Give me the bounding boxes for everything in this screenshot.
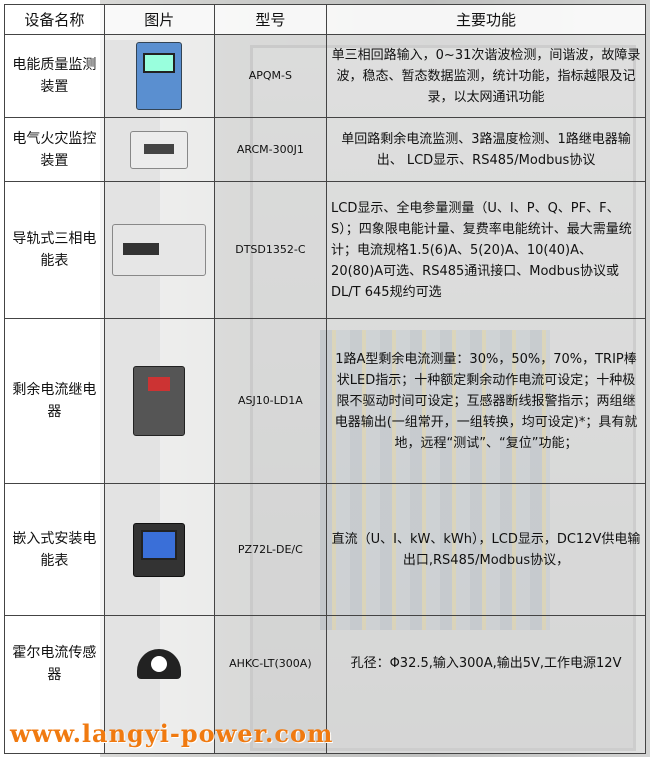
hall-sensor-image	[137, 648, 182, 679]
model: DTSD1352-C	[213, 181, 328, 319]
table-row: 电能质量监测装置 APQM-S 单三相回路输入，0~31次谐波检测，间谐波，故障…	[4, 34, 646, 118]
model: AHKC-LT(300A)	[213, 615, 328, 754]
function: 直流（U、I、kW、kWh），LCD显示，DC12V供电输出口,RS485/Mo…	[326, 483, 646, 616]
function: 1路A型剩余电流测量：30%，50%，70%，TRIP棒状LED指示；十种额定剩…	[326, 318, 646, 484]
table-header-row: 设备名称 图片 型号 主要功能	[4, 4, 646, 35]
device-name: 电气火灾监控装置	[4, 117, 105, 182]
din-rail-meter-image	[112, 224, 207, 276]
table-row: 剩余电流继电器 ASJ10-LD1A 1路A型剩余电流测量：30%，50%，70…	[4, 318, 646, 484]
function: LCD显示、全电参量测量（U、I、P、Q、PF、F、S）；四象限电能计量、复费率…	[326, 181, 646, 319]
device-name: 剩余电流继电器	[4, 318, 105, 484]
header-function: 主要功能	[326, 4, 646, 35]
watermark: www.langyi-power.com	[10, 719, 334, 748]
device-name: 嵌入式安装电能表	[4, 483, 105, 616]
table-row: 导轨式三相电能表 DTSD1352-C LCD显示、全电参量测量（U、I、P、Q…	[4, 181, 646, 319]
header-image: 图片	[103, 4, 215, 35]
header-model: 型号	[213, 4, 328, 35]
fire-monitor-image	[130, 130, 189, 169]
table-row: 电气火灾监控装置 ARCM-300J1 单回路剩余电流监测、3路温度检测、1路继…	[4, 117, 646, 182]
function: 单回路剩余电流监测、3路温度检测、1路继电器输出、 LCD显示、RS485/Mo…	[326, 117, 646, 182]
function: 孔径：Φ32.5,输入300A,输出5V,工作电源12V	[326, 615, 646, 754]
device-name: 电能质量监测装置	[4, 34, 105, 118]
table-row: 霍尔电流传感器 AHKC-LT(300A) 孔径：Φ32.5,输入300A,输出…	[4, 615, 646, 754]
residual-current-relay-image	[133, 366, 186, 436]
panel-meter-image	[133, 522, 186, 577]
function: 单三相回路输入，0~31次谐波检测，间谐波，故障录波，稳态、暂态数据监测，统计功…	[326, 34, 646, 118]
model: PZ72L-DE/C	[213, 483, 328, 616]
model: ARCM-300J1	[213, 117, 328, 182]
table-row: 嵌入式安装电能表 PZ72L-DE/C 直流（U、I、kW、kWh），LCD显示…	[4, 483, 646, 616]
header-device-name: 设备名称	[4, 4, 105, 35]
device-name: 导轨式三相电能表	[4, 181, 105, 319]
model: APQM-S	[213, 34, 328, 118]
model: ASJ10-LD1A	[213, 318, 328, 484]
table-wrapper: 设备名称 图片 型号 主要功能 电能质量监测装置 APQM-S 单三相回路输入，…	[4, 4, 646, 754]
power-quality-monitor-image	[136, 42, 183, 110]
product-table: 设备名称 图片 型号 主要功能 电能质量监测装置 APQM-S 单三相回路输入，…	[4, 4, 646, 754]
device-name: 霍尔电流传感器	[4, 615, 105, 754]
